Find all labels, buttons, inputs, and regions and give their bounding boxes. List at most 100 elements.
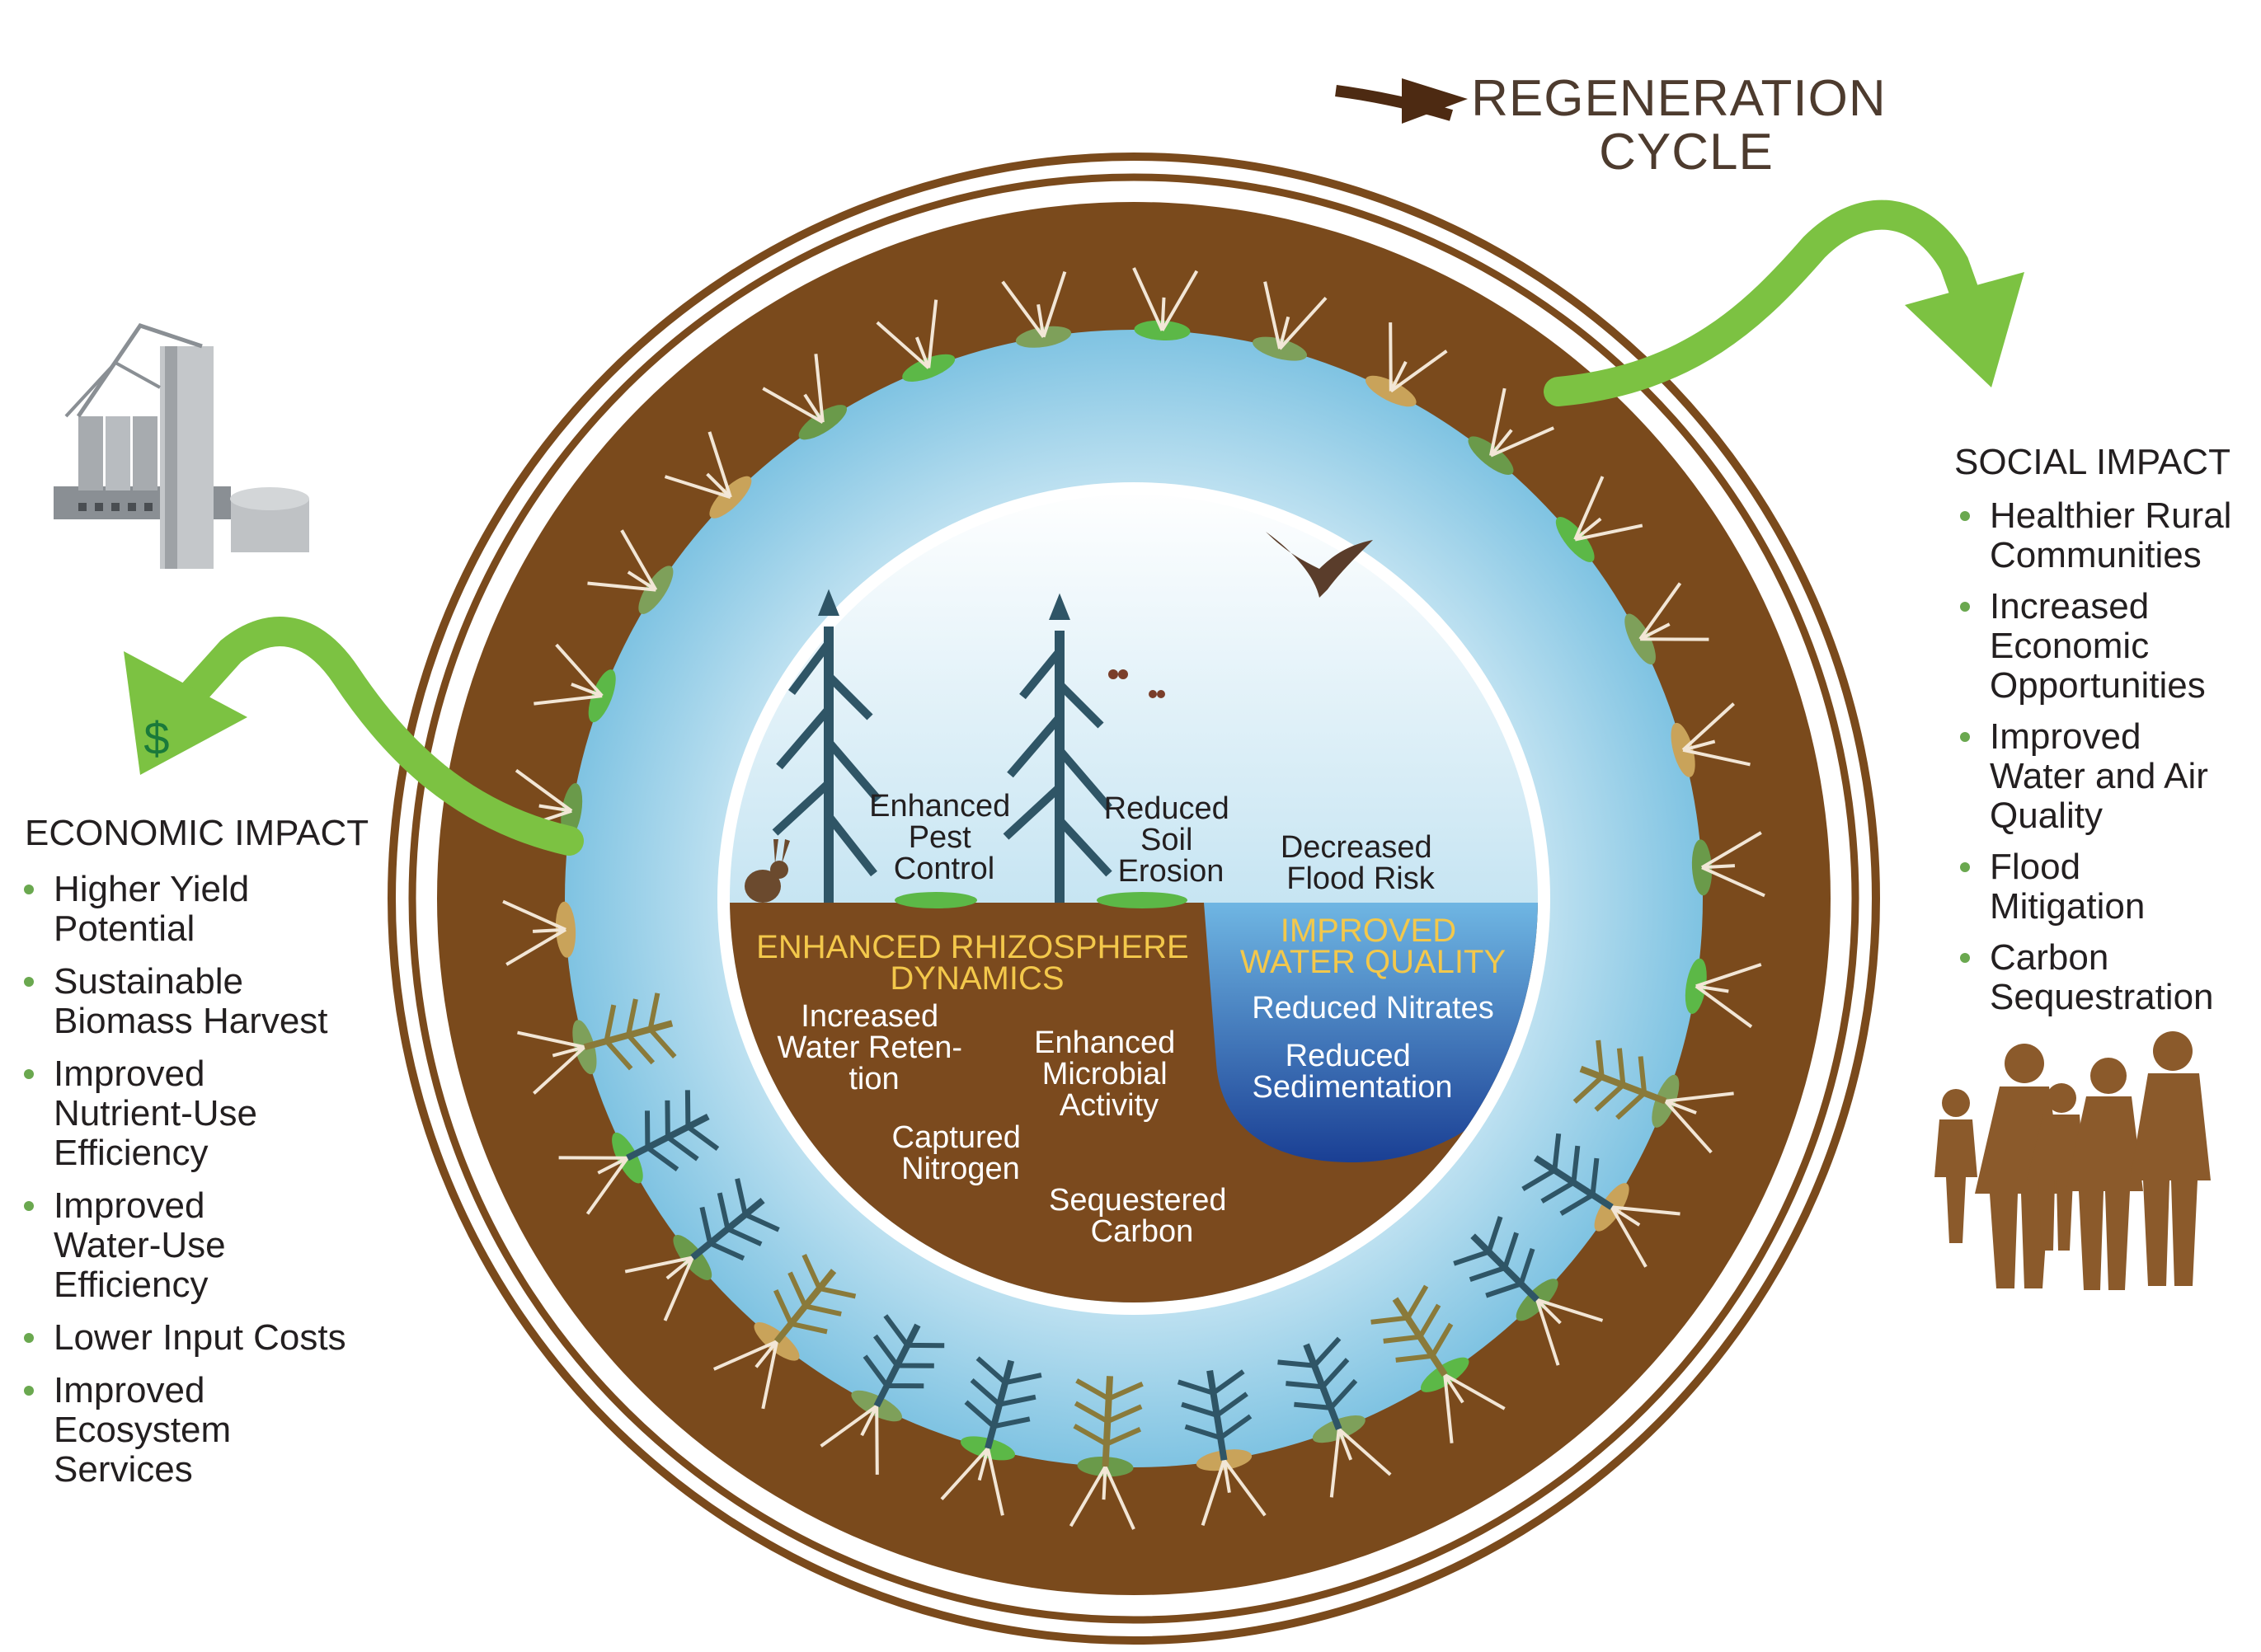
root-icon xyxy=(1638,582,1709,641)
root-icon xyxy=(1664,1091,1734,1154)
sequestered-carbon-label: Sequestered Carbon xyxy=(1049,1183,1235,1249)
ring-plant-leaf xyxy=(1485,1247,1535,1298)
ring-plant-leaf xyxy=(1559,1157,1600,1216)
root-icon xyxy=(624,1255,694,1321)
rhizosphere-title: ENHANCED RHIZOSPHERE DYNAMICS xyxy=(756,929,1198,997)
root-icon xyxy=(534,643,604,706)
bullet-dot-icon xyxy=(24,885,34,894)
corn-stalk-icon xyxy=(772,589,881,903)
ring-plant-leaf xyxy=(787,1271,842,1316)
root-icon xyxy=(820,1404,879,1475)
ring-plant-leaf xyxy=(647,993,677,1058)
captured-nitrogen-label: Captured Nitrogen xyxy=(892,1120,1030,1186)
root-icon xyxy=(1681,702,1751,767)
ring-plant-leaf xyxy=(1521,1133,1562,1191)
soil-erosion-label: Reduced Soil Erosion xyxy=(1104,791,1239,889)
ring-plant-leaf xyxy=(665,1100,699,1162)
rabbit-icon xyxy=(745,839,790,903)
root-icon xyxy=(1535,1298,1604,1366)
dollar-icon: $ xyxy=(143,712,169,764)
root-icon xyxy=(1201,1459,1267,1527)
social-arrow-icon xyxy=(1544,199,2024,406)
inner-scene xyxy=(730,495,1538,1302)
ring-plant-leaf xyxy=(970,1377,1036,1407)
butterfly-icon xyxy=(1108,669,1165,698)
root-icon xyxy=(1443,1373,1506,1443)
ring-plant-leaf xyxy=(883,1314,945,1349)
cycle-arrow-icon xyxy=(1402,78,1468,124)
flood-risk-label: Decreased Flood Risk xyxy=(1281,830,1441,896)
ring-plant-leaf xyxy=(1294,1378,1358,1410)
root-icon xyxy=(876,299,938,369)
root-icon xyxy=(1329,1428,1392,1498)
bullet-dot-icon xyxy=(1960,953,1970,963)
root-icon xyxy=(664,431,732,500)
root-icon xyxy=(1001,270,1067,338)
root-icon xyxy=(1389,322,1448,393)
regeneration-cycle-title: REGENERATION CYCLE xyxy=(1471,70,1901,181)
root-icon xyxy=(712,1340,778,1410)
ring-plant-leaf xyxy=(773,1288,828,1335)
bullet-dot-icon xyxy=(24,1333,34,1343)
ring-plant-leaf xyxy=(626,998,656,1065)
ring-plant-leaf xyxy=(1181,1392,1248,1418)
people-icon xyxy=(1934,1031,2211,1290)
inner-labels: Enhanced Pest Control Reduced Soil Erosi… xyxy=(756,789,1506,1249)
water-retention-label: Increased Water Reten- tion xyxy=(777,999,971,1096)
ring-plant-leaf xyxy=(1074,1401,1143,1424)
ring-plant-leaf xyxy=(645,1110,679,1172)
water-pond xyxy=(1204,903,1538,1162)
bullet-dot-icon xyxy=(24,1386,34,1396)
ring-plant-leaf xyxy=(1395,1322,1454,1363)
ring-plant-leaf xyxy=(1540,1145,1581,1204)
ring-plant-leaf xyxy=(1075,1378,1144,1401)
ring-plant-leaf xyxy=(975,1356,1042,1386)
bullet-dot-icon xyxy=(1960,511,1970,521)
ring-plant-leaf xyxy=(964,1400,1031,1429)
bullet-dot-icon xyxy=(24,977,34,987)
root-icon xyxy=(1610,1205,1680,1268)
bullet-dot-icon xyxy=(1960,602,1970,612)
ring-plant-leaf xyxy=(801,1254,857,1299)
ring-plant-leaf xyxy=(684,1090,720,1152)
reduced-nitrates-label: Reduced Nitrates xyxy=(1252,991,1494,1025)
ring-plant-leaf xyxy=(1594,1048,1626,1112)
ring-plant-leaf xyxy=(1572,1040,1605,1104)
ring-plant-leaf xyxy=(1615,1056,1648,1120)
root-icon xyxy=(502,899,567,966)
ring-plant-leaf xyxy=(604,1004,633,1071)
bullet-dot-icon xyxy=(24,1201,34,1211)
microbial-activity-label: Enhanced Microbial Activity xyxy=(1034,1025,1184,1123)
factory-icon xyxy=(54,323,309,569)
bird-icon xyxy=(1266,532,1373,598)
root-icon xyxy=(762,354,825,424)
root-icon xyxy=(1263,281,1328,350)
ring-plant-leaf xyxy=(717,1192,763,1246)
root-icon xyxy=(1132,267,1199,331)
ring-plant-leaf xyxy=(872,1334,934,1368)
root-icon xyxy=(587,529,658,592)
ring-plant-leaf xyxy=(1370,1284,1429,1325)
ring-plant-leaf xyxy=(1184,1414,1253,1440)
ring-plants xyxy=(502,267,1765,1530)
economic-impact-title: ECONOMIC IMPACT xyxy=(25,813,369,853)
root-icon xyxy=(558,1156,629,1215)
ring-plant-leaf xyxy=(1277,1336,1342,1368)
outer-rings xyxy=(388,78,1880,1645)
grass-patch xyxy=(895,892,977,908)
social-impact-title: SOCIAL IMPACT xyxy=(1954,442,2230,482)
